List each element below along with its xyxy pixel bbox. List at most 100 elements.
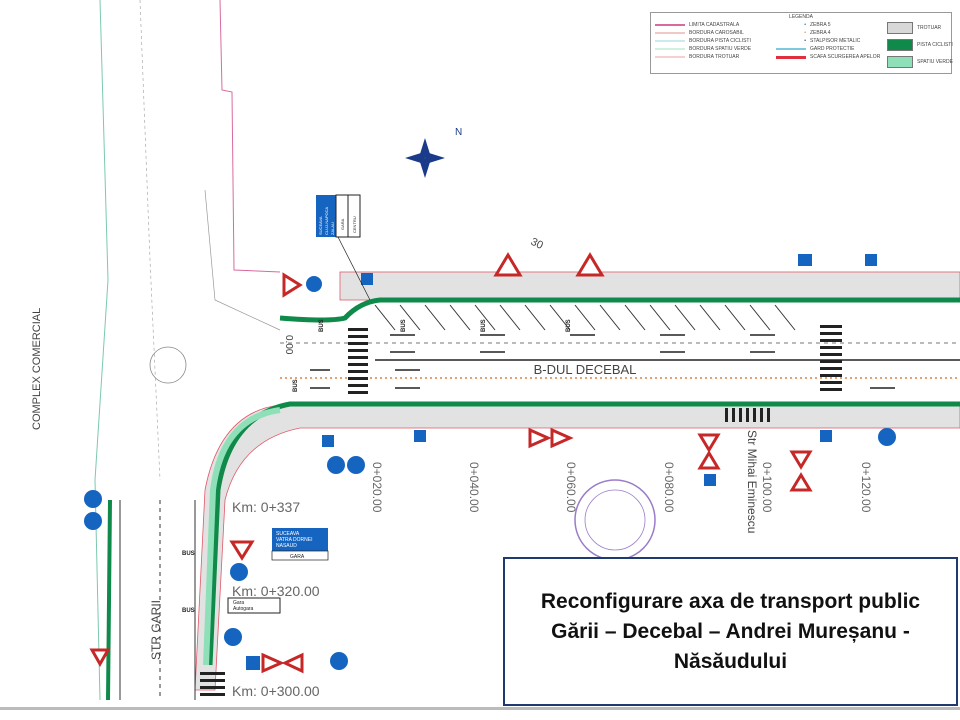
info-sign-icon: [246, 656, 260, 670]
north-arrow-icon: [405, 138, 445, 178]
cycle-lane-south: [207, 401, 960, 666]
info-signs: [246, 254, 877, 670]
legend-item: BORDURA SPATIU VERDE: [689, 46, 752, 52]
bus-marking: BUS: [401, 319, 407, 332]
svg-text:SUCEAVA: SUCEAVA: [318, 216, 323, 235]
south-sidewalk: [194, 404, 960, 691]
svg-text:CENTRU: CENTRU: [352, 216, 357, 233]
mandatory-sign-icon: [230, 563, 248, 581]
cadastral-limit-line: [219, 0, 281, 273]
chainage-label: 0+040.00: [467, 462, 481, 513]
mandatory-sign-icon: [306, 276, 322, 292]
info-sign-icon: [704, 474, 716, 486]
bus-marking: BUS: [293, 379, 299, 392]
str-garii-lanes: [119, 500, 196, 700]
warning-sign-icon: [575, 252, 605, 277]
yield-sign-icon: [261, 652, 285, 674]
chainage-label: 0+100.00: [760, 462, 774, 513]
sidewalk-edge: [204, 189, 281, 331]
bus-marking: BUS: [566, 319, 572, 332]
title-line: Gării – Decebal – Andrei Mureșanu -: [551, 619, 910, 643]
mandatory-sign-icon: [878, 428, 896, 446]
roundabout-circle: [149, 346, 187, 384]
legend-item: BORDURA CAROSABIL: [689, 30, 744, 36]
info-sign-icon: [414, 430, 426, 442]
zebra-crossing: [200, 325, 842, 696]
legend-symbols: •ZEBRA 5 •ZEBRA 4 •STALPISOR METALIC GAR…: [776, 21, 880, 61]
chainage-label: 0+060.00: [564, 462, 578, 513]
svg-text:VATRA DORNEI: VATRA DORNEI: [276, 537, 313, 543]
bus-marking: BUS: [319, 319, 325, 332]
bus-marking: BUS: [481, 319, 487, 332]
no-entry-sign-icon: [224, 628, 242, 646]
legend-item: GARD PROTECTIE: [810, 46, 855, 52]
legend-item: TROTUAR: [917, 24, 942, 31]
direction-sign-2: SUCEAVA VATRA DORNEI NASAUD GARA: [271, 528, 329, 561]
svg-text:CLUJ-NAPOCA: CLUJ-NAPOCA: [324, 206, 329, 235]
chainage-label: 0+020.00: [370, 462, 384, 513]
legend-item: ZEBRA 4: [810, 30, 831, 36]
info-sign-icon: [865, 254, 877, 266]
chainage-label: 0+120.00: [859, 462, 873, 513]
title-line: Reconfigurare axa de transport public: [540, 589, 921, 613]
mandatory-sign-icon: [347, 456, 365, 474]
direction-sign-1: [316, 194, 371, 301]
chainage-label: Km: 0+337: [232, 499, 300, 515]
warning-sign-icon: [282, 272, 303, 298]
svg-text:ZALAU: ZALAU: [330, 222, 335, 235]
svg-text:Autogara: Autogara: [233, 606, 254, 612]
cycle-lane-north: [279, 297, 960, 323]
bus-stop-sign-icon: [798, 254, 812, 266]
svg-text:Gara: Gara: [233, 600, 244, 606]
chainage-label: Km: 0+320.00: [232, 583, 320, 599]
mandatory-sign-icon: [327, 456, 345, 474]
lane-arrows: [310, 334, 895, 389]
north-label: N: [455, 127, 462, 138]
legend-item: BORDURA TROTUAR: [689, 54, 740, 60]
warning-sign-icon: [281, 652, 304, 674]
stamp: [574, 479, 656, 561]
street-label-decebal: B-DUL DECEBAL: [534, 362, 637, 377]
street-label-eminescu: Str Mihai Eminescu: [745, 430, 759, 533]
svg-text:SUCEAVA: SUCEAVA: [276, 531, 300, 537]
number-30: 30: [529, 236, 545, 252]
title-box: Reconfigurare axa de transport public Gă…: [503, 557, 958, 706]
legend-lines: LIMITA CADASTRALA BORDURA CAROSABIL BORD…: [655, 21, 751, 61]
chainage-label: 0+080.00: [662, 462, 676, 513]
project-title: Reconfigurare axa de transport public Gă…: [527, 587, 934, 677]
legend-item: ZEBRA 5: [810, 22, 831, 28]
direction-sign-1-text: SUCEAVA CLUJ-NAPOCA ZALAU GARA CENTRU: [318, 206, 357, 235]
info-sign-icon: [820, 430, 832, 442]
yield-sign-icon: [229, 540, 255, 561]
legend-item: SCAFA SCURGEREA APELOR: [810, 54, 881, 60]
chainage-label: Km: 0+300.00: [232, 683, 320, 699]
stamp-inner: [584, 489, 646, 551]
info-sign-icon: [322, 435, 334, 447]
north-sidewalk: [339, 271, 960, 301]
bottom-divider: [0, 707, 960, 710]
legend-item: PISTA CICLISTI: [917, 41, 953, 48]
street-label-garii: STR GARII: [149, 600, 163, 660]
start-chainage: 0.00: [283, 335, 294, 355]
legend-item: BORDURA PISTA CICLISTI: [689, 38, 751, 44]
cycle-lane-garii: [106, 499, 112, 701]
complex-label: COMPLEX COMERCIAL: [31, 308, 43, 430]
svg-text:NASAUD: NASAUD: [276, 543, 297, 549]
bus-marking: BUS: [182, 551, 195, 557]
yield-sign-icon: [89, 648, 111, 668]
warning-sign-icon: [697, 450, 721, 470]
warning-sign-icon: [789, 472, 813, 492]
legend-item: STALPISOR METALIC: [810, 38, 861, 44]
svg-text:GARA: GARA: [290, 554, 305, 560]
yield-sign-icon: [528, 427, 552, 449]
legend-title: LEGENDA: [789, 14, 813, 20]
bus-marking: BUS: [182, 608, 195, 614]
warning-sign-icon: [493, 252, 523, 277]
green-strip: [203, 407, 281, 666]
mandatory-signs: [84, 276, 896, 670]
title-line: Năsăudului: [673, 649, 788, 673]
hatched-zone: [374, 304, 796, 331]
warning-signs: [89, 252, 813, 674]
info-sign-icon: [361, 273, 373, 285]
